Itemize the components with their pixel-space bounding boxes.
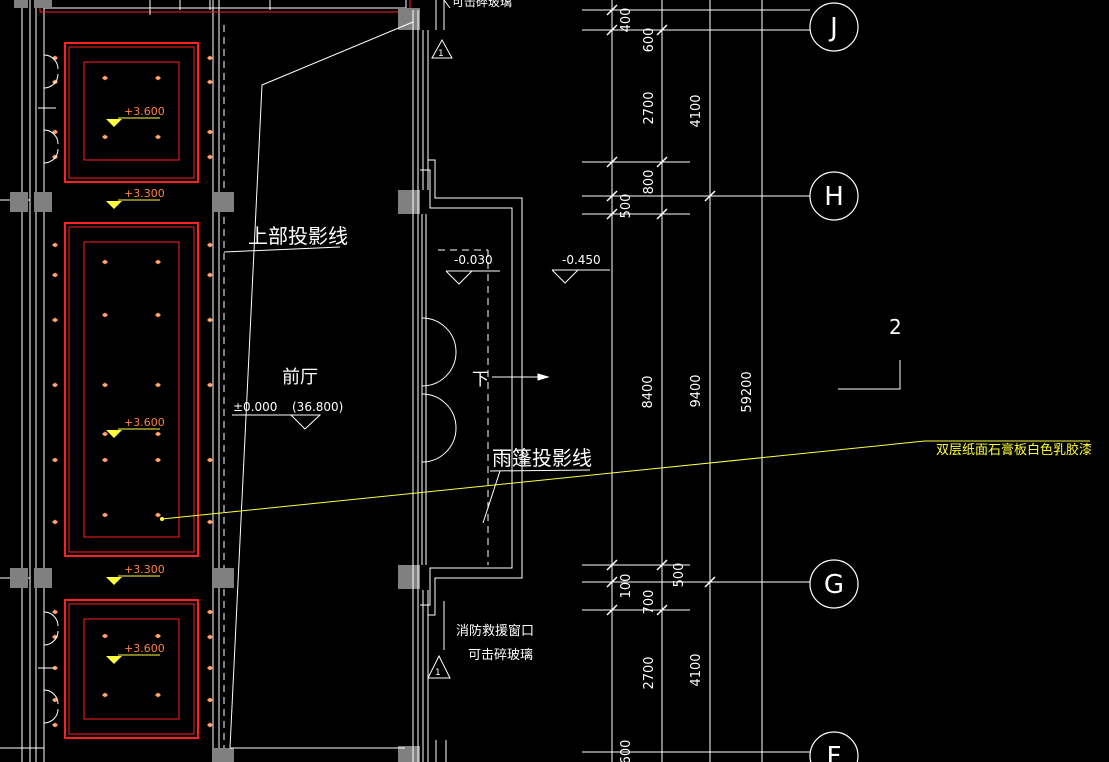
dim-100: 100 — [619, 574, 634, 599]
floor-level-outer: -0.450 — [562, 253, 601, 267]
stair-down-arrow — [492, 373, 550, 381]
dim-8400: 8400 — [641, 375, 656, 408]
light-fixtures — [52, 55, 213, 728]
floor-level-inner: -0.030 — [454, 253, 493, 267]
dimension-lines — [582, 0, 810, 762]
ceiling-level-bottom: +3.600 — [124, 642, 165, 655]
dim-800: 800 — [642, 170, 657, 195]
axis-F: F — [827, 742, 842, 762]
axis-H: H — [824, 182, 844, 212]
window-marker-top: 1 — [438, 49, 444, 59]
ceiling-note-leader — [161, 440, 1090, 520]
level-underlines — [118, 117, 160, 656]
dim-600: 600 — [642, 28, 657, 53]
rescue-window-markers — [427, 38, 453, 679]
dim-600-bottom: 600 — [619, 740, 634, 762]
dim-9400: 9400 — [689, 374, 704, 407]
dim-4100-bottom: 4100 — [689, 653, 704, 686]
leader-dot — [160, 517, 164, 521]
upper-projection-label: 上部投影线 — [248, 224, 348, 248]
structural-columns — [10, 0, 420, 762]
window-marker-bottom: 1 — [435, 668, 441, 678]
ceiling-panel-top — [64, 42, 199, 183]
facade-lines — [412, 0, 523, 762]
down-arrow-label: 下 — [472, 370, 489, 390]
dim-500-top: 500 — [619, 194, 634, 219]
axis-G: G — [824, 570, 844, 600]
lobby-abs-level: (36.800) — [292, 400, 343, 414]
ceiling-level-mid: +3.600 — [124, 416, 165, 429]
upper-projection-leader — [223, 246, 341, 253]
canopy-projection-outline — [438, 249, 489, 565]
canopy-projection-label: 雨篷投影线 — [492, 446, 592, 470]
dim-500-bottom: 500 — [672, 563, 687, 588]
ceiling-level-top: +3.600 — [124, 105, 165, 118]
detail-ref-label: 2 — [889, 315, 902, 339]
ceiling-panel-middle — [64, 222, 199, 557]
ceiling-panel-bottom — [64, 599, 199, 739]
top-cut-label: 可击碎玻璃 — [452, 0, 512, 9]
dim-400: 400 — [619, 8, 634, 33]
dimension-texts: 400 600 2700 800 500 100 700 2700 600 41… — [619, 8, 755, 762]
dim-59200: 59200 — [740, 371, 755, 412]
dim-4100-top: 4100 — [689, 94, 704, 127]
rescue-window-label-2: 可击碎玻璃 — [468, 648, 533, 663]
axis-J: J — [828, 13, 838, 43]
lobby-label: 前厅 — [282, 367, 318, 388]
level-triangles — [106, 119, 122, 664]
beam-level-upper: +3.300 — [124, 187, 165, 200]
rescue-window-label-1: 消防救援窗口 — [456, 623, 534, 639]
dim-700: 700 — [642, 590, 657, 615]
left-door-swings — [38, 54, 59, 724]
detail-reference-mark — [838, 360, 901, 390]
dim-2700-top: 2700 — [642, 91, 657, 124]
canopy-leader — [482, 469, 591, 524]
floor-level-markers — [232, 269, 610, 430]
ceiling-note-label: 双层纸面石膏板白色乳胶漆 — [936, 442, 1092, 458]
lobby-level: ±0.000 — [233, 400, 277, 414]
axis-bubbles — [809, 2, 859, 762]
beam-level-lower: +3.300 — [124, 563, 165, 576]
dimension-ticks — [606, 4, 716, 616]
left-wall-lines — [0, 0, 220, 762]
dim-2700-bottom: 2700 — [642, 656, 657, 689]
upper-projection-outline — [229, 21, 414, 749]
entrance-doors — [421, 317, 457, 463]
